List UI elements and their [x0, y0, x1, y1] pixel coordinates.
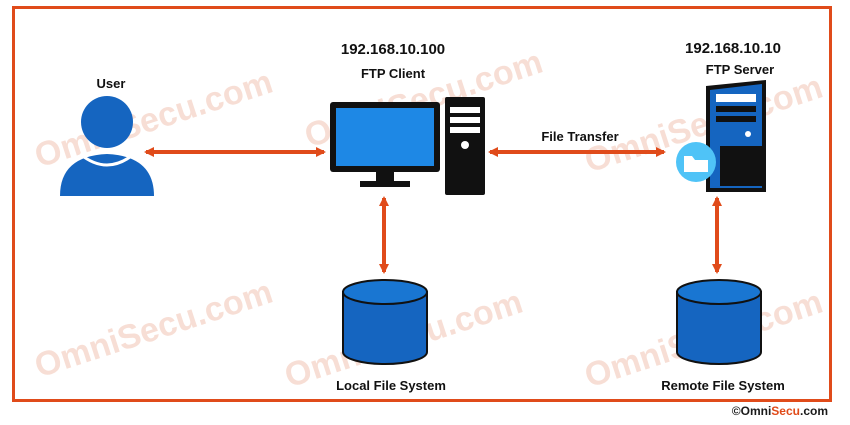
local-file-system-label: Local File System — [336, 378, 446, 393]
client-label: FTP Client — [360, 66, 426, 81]
diagram-frame — [12, 6, 832, 402]
remote-file-system-label: Remote File System — [661, 378, 785, 393]
server-ip-label: 192.168.10.10 — [685, 40, 781, 57]
user-icon — [60, 96, 154, 196]
copyright-suffix: .com — [799, 404, 828, 418]
user-label: User — [96, 76, 126, 91]
local-file-system-icon — [342, 279, 428, 365]
copyright-accent: Secu — [771, 404, 800, 418]
client-computer-icon — [330, 97, 485, 195]
server-icon — [676, 80, 766, 192]
client-ip-label: 192.168.10.100 — [340, 41, 446, 58]
copyright-notice: ©OmniSecu.com — [732, 404, 828, 418]
copyright-prefix: ©Omni — [731, 404, 772, 418]
server-label: FTP Server — [705, 62, 775, 77]
file-transfer-label: File Transfer — [541, 129, 619, 144]
remote-file-system-icon — [676, 279, 762, 365]
